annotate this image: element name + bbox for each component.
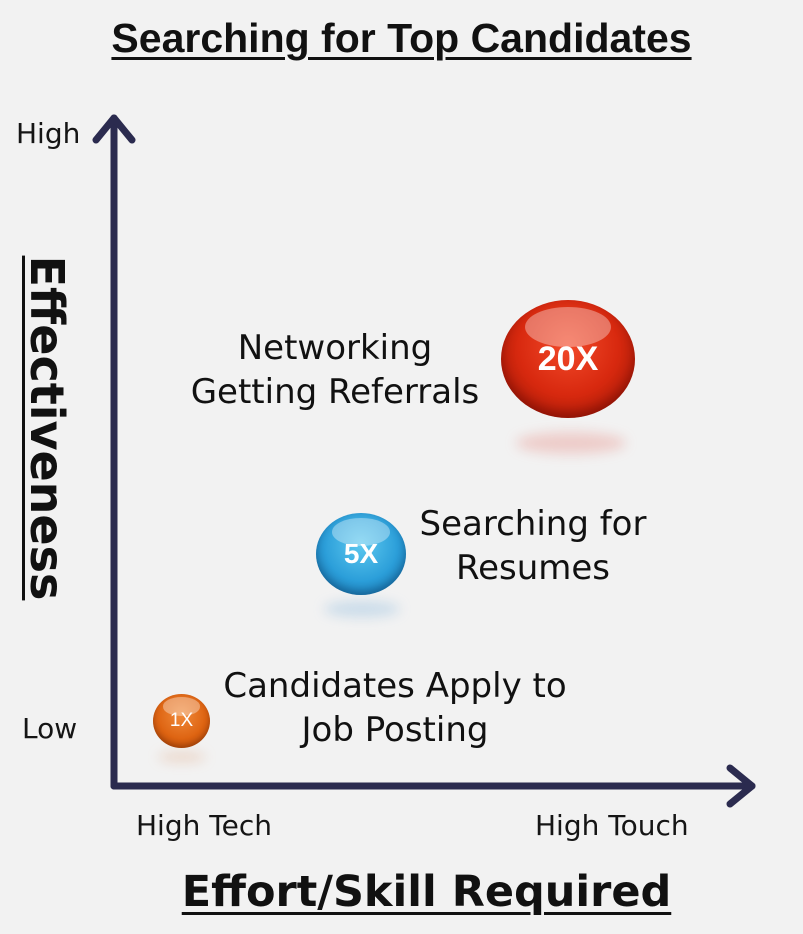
searching-caption-line-2: Resumes: [455, 548, 611, 589]
y-axis-high-label: High: [16, 117, 81, 150]
x-axis-arrowhead: [726, 764, 756, 808]
x-axis-left-label: High Tech: [136, 809, 272, 842]
y-axis-arrowhead: [92, 114, 136, 144]
networking-caption: Networking Getting Referrals: [170, 326, 500, 414]
bubble-1x: 1X: [153, 694, 210, 748]
networking-caption-line-2: Getting Referrals: [190, 372, 480, 413]
bubble-5x: 5X: [316, 513, 406, 595]
x-axis-right-label: High Touch: [535, 809, 689, 842]
bubble-5x-label: 5X: [343, 538, 379, 569]
apply-caption: Candidates Apply to Job Posting: [205, 664, 585, 752]
y-axis-low-label: Low: [22, 712, 78, 745]
bubble-5x-reflection: [324, 601, 400, 617]
searching-caption-line-1: Searching for: [419, 504, 647, 544]
bubble-1x-reflection: [158, 752, 206, 762]
x-axis-title: Effort/Skill Required: [181, 867, 672, 917]
apply-caption-line-1: Candidates Apply to: [223, 666, 567, 706]
bubble-20x-label: 20X: [537, 339, 599, 378]
apply-caption-line-2: Job Posting: [301, 710, 489, 751]
y-axis-title: Effectiveness: [20, 255, 74, 601]
bubble-1x-label: 1X: [169, 710, 194, 731]
networking-caption-line-1: Networking: [237, 328, 433, 368]
searching-caption: Searching for Resumes: [405, 502, 661, 590]
bubble-20x: 20X: [501, 300, 635, 418]
diagram-title: Searching for Top Candidates: [111, 15, 692, 61]
bubble-20x-reflection: [516, 432, 626, 454]
